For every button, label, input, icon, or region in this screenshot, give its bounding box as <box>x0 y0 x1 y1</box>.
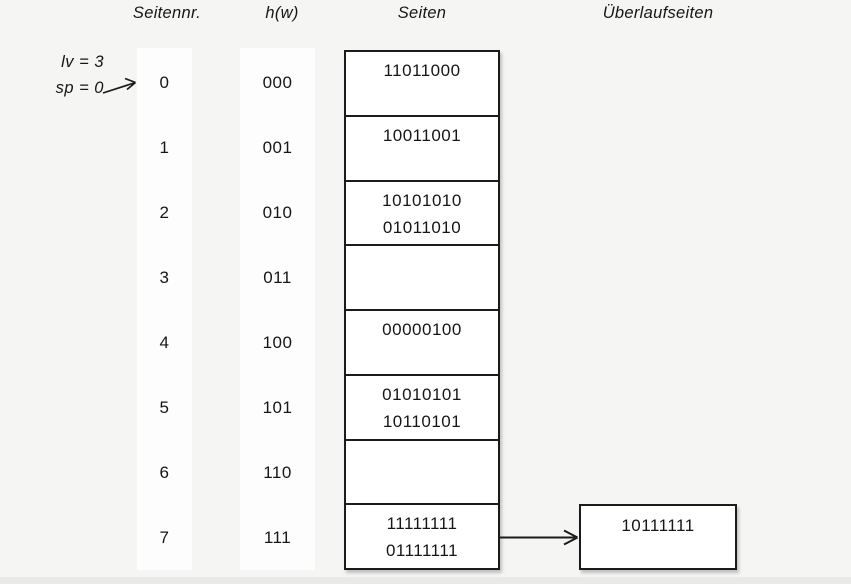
page-entry: 10110101 <box>382 411 462 431</box>
page-cell-5: 01010101 10110101 <box>346 376 498 441</box>
overflow-page-box: 10111111 <box>579 504 737 570</box>
page-number: 6 <box>159 462 170 482</box>
state-annotation: lv = 3 sp = 0 <box>18 49 104 101</box>
page-cell-7: 11111111 01111111 <box>346 505 498 568</box>
page-entry: 00000100 <box>382 320 462 339</box>
page-cell-3 <box>346 246 498 311</box>
split-pointer-arrow-icon <box>102 77 137 94</box>
page-cell-6 <box>346 441 498 506</box>
page-number: 0 <box>159 72 170 92</box>
page-cell-2: 10101010 01011010 <box>346 182 498 247</box>
page-cell-0: 11011000 <box>346 52 498 117</box>
hash-value: 001 <box>262 137 293 157</box>
page-entry: 10101010 <box>382 190 462 210</box>
page-entry: 01010101 <box>382 384 462 404</box>
split-pointer-value: sp = 0 <box>55 79 104 97</box>
page-number: 7 <box>159 527 170 547</box>
page-number: 4 <box>159 332 170 352</box>
page-cell-1: 10011001 <box>346 117 498 182</box>
page-entry: 01111111 <box>385 541 459 561</box>
overflow-link-arrow-icon <box>500 529 578 546</box>
page-number: 1 <box>159 137 170 157</box>
page-entry: 11011000 <box>383 61 461 80</box>
overflow-entry: 10111111 <box>621 516 695 535</box>
seitennr-column-background <box>137 48 192 570</box>
header-seitennr: Seitennr. <box>132 4 202 22</box>
slide-bottom-strip <box>0 577 851 584</box>
hash-value: 111 <box>263 527 292 547</box>
page-number: 2 <box>159 202 170 222</box>
hash-value: 000 <box>262 72 293 92</box>
hash-value: 110 <box>263 462 292 482</box>
header-seiten: Seiten <box>397 4 447 22</box>
header-ueberlaufseiten: Überlaufseiten <box>602 4 714 22</box>
page-cell-4: 00000100 <box>346 311 498 376</box>
hash-value: 101 <box>262 397 293 417</box>
pages-box: 11011000 10011001 10101010 01011010 0000… <box>344 50 500 570</box>
page-entry: 01011010 <box>382 217 462 237</box>
seitennr-column: 0 1 2 3 4 5 6 7 <box>137 50 192 570</box>
hw-column: 000 001 010 011 100 101 110 111 <box>240 50 315 570</box>
hw-column-background <box>240 48 315 570</box>
hash-value: 010 <box>262 202 293 222</box>
page-number: 5 <box>159 397 170 417</box>
level-value: lv = 3 <box>61 53 104 71</box>
page-entry: 11111111 <box>386 514 458 534</box>
header-hw: h(w) <box>265 4 299 22</box>
page-entry: 10011001 <box>382 125 462 145</box>
hash-value: 100 <box>262 332 293 352</box>
page-number: 3 <box>159 267 170 287</box>
hash-value: 011 <box>263 267 292 287</box>
